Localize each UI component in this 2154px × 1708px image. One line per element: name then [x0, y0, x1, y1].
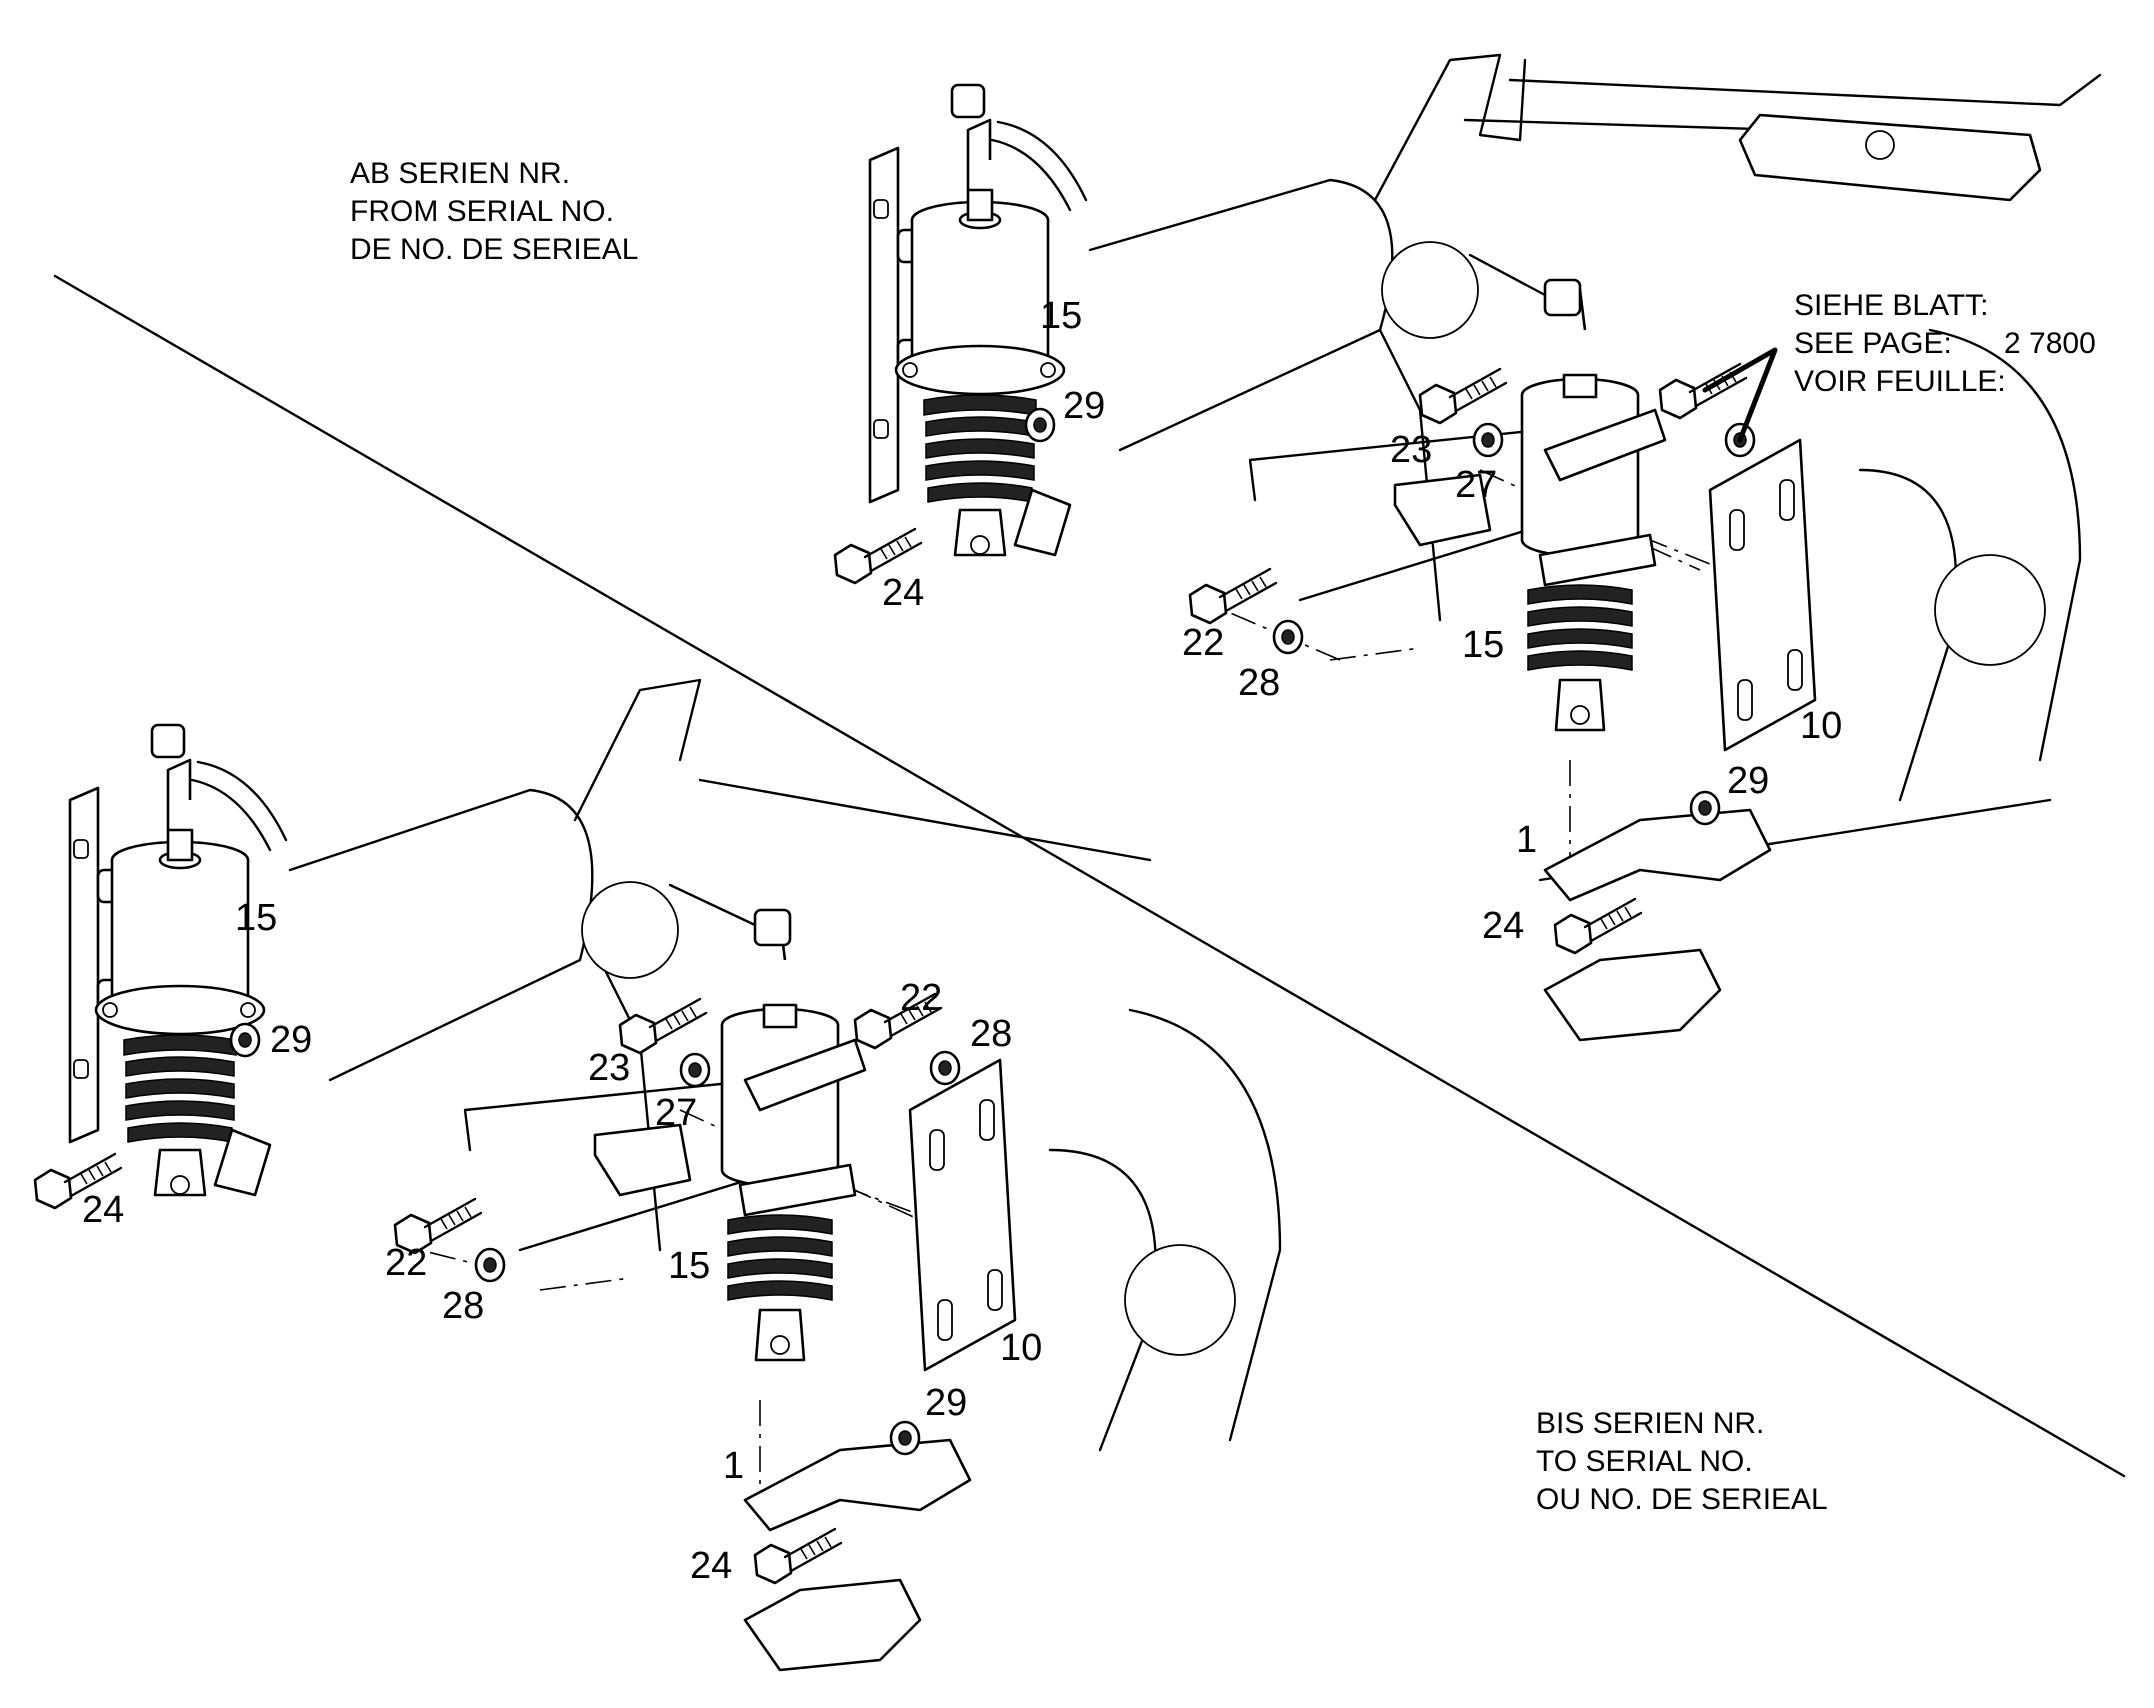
- callout-top-assembly-28: 28: [1238, 662, 1280, 704]
- bottom-assembly-washer-27: [679, 1052, 711, 1088]
- see-page-line-2: SEE PAGE:: [1794, 327, 1952, 360]
- callout-bottom-detail-29: 29: [270, 1019, 312, 1061]
- bottom-assembly-bolt-24: [753, 1527, 843, 1585]
- top-assembly-bracket-1: [1543, 808, 1772, 1042]
- see-page-line-1: SIEHE BLATT:: [1794, 289, 1989, 322]
- callout-top-assembly-24: 24: [1482, 905, 1524, 947]
- callout-top-assembly-29: 29: [1727, 760, 1769, 802]
- top-assembly-washer-29: [1689, 790, 1721, 826]
- callout-bottom-detail-24: 24: [82, 1189, 124, 1231]
- callout-bottom-assembly-1: 1: [723, 1445, 744, 1487]
- from-serial-line-1: AB SERIEN NR.: [350, 157, 570, 190]
- callout-bottom-assembly-29: 29: [925, 1382, 967, 1424]
- callout-top-assembly-27: 27: [1455, 464, 1497, 506]
- callout-bottom-assembly-28b: 28: [970, 1013, 1012, 1055]
- callout-bottom-assembly-22: 22: [385, 1242, 427, 1284]
- see-page-line-3: VOIR FEUILLE:: [1794, 365, 2006, 398]
- callout-top-assembly-22: 22: [1182, 622, 1224, 664]
- callout-top-assembly-23: 23: [1390, 429, 1432, 471]
- bottom-assembly-washer-29: [889, 1420, 921, 1456]
- callout-bottom-assembly-24: 24: [690, 1545, 732, 1587]
- bottom-detail-washer-29: [229, 1022, 261, 1058]
- callout-bottom-detail-15: 15: [235, 897, 277, 939]
- callout-bottom-assembly-27: 27: [655, 1092, 697, 1134]
- callout-top-detail-15: 15: [1040, 295, 1082, 337]
- bottom-assembly-bracket-1: [743, 1438, 972, 1672]
- see-page-number: 2 7800: [2004, 327, 2096, 360]
- from-serial-line-3: DE NO. DE SERIEAL: [350, 233, 638, 266]
- top-detail-washer-29: [1024, 407, 1056, 443]
- bottom-detail-cylinder: [68, 723, 288, 1197]
- callout-bottom-assembly-10: 10: [1000, 1327, 1042, 1369]
- callout-top-assembly-15: 15: [1462, 624, 1504, 666]
- from-serial-line-2: FROM SERIAL NO.: [350, 195, 614, 228]
- to-serial-line-3: OU NO. DE SERIEAL: [1536, 1483, 1828, 1516]
- divider-line: [53, 274, 2126, 1478]
- bottom-assembly-cylinder: [668, 883, 867, 1362]
- top-assembly-plate-10: [1708, 438, 1817, 752]
- to-serial-line-2: TO SERIAL NO.: [1536, 1445, 1753, 1478]
- callout-bottom-assembly-23: 23: [588, 1047, 630, 1089]
- to-serial-line-1: BIS SERIEN NR.: [1536, 1407, 1764, 1440]
- bottom-assembly-washer-a: [929, 1050, 961, 1086]
- top-assembly-washer-27: [1472, 422, 1504, 458]
- top-assembly-bolt-24: [1553, 897, 1643, 955]
- callout-top-assembly-1: 1: [1516, 819, 1537, 861]
- callout-top-detail-29: 29: [1063, 385, 1105, 427]
- bottom-assembly-bolt-23: [618, 997, 708, 1055]
- bottom-assembly-washer-28: [474, 1247, 506, 1283]
- callout-top-detail-24: 24: [882, 572, 924, 614]
- see-page-leader: [1702, 347, 1778, 443]
- callout-top-assembly-10: 10: [1800, 705, 1842, 747]
- callout-bottom-assembly-22b: 22: [900, 977, 942, 1019]
- top-assembly-bolt-23: [1418, 367, 1508, 425]
- callout-bottom-assembly-15: 15: [668, 1245, 710, 1287]
- top-assembly-washer-28: [1272, 619, 1304, 655]
- top-frame: [1088, 53, 2102, 882]
- bottom-assembly-plate-10: [908, 1058, 1017, 1372]
- top-assembly-cylinder: [1468, 253, 1667, 732]
- callout-bottom-assembly-28: 28: [442, 1285, 484, 1327]
